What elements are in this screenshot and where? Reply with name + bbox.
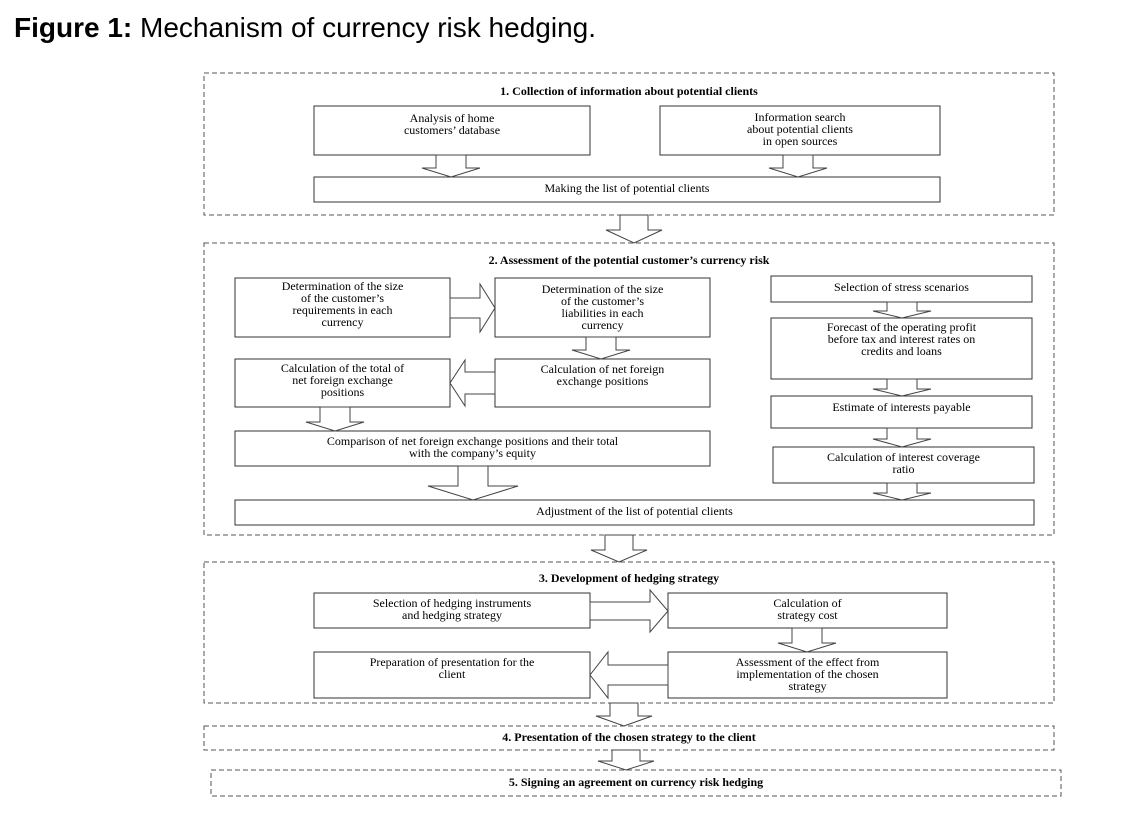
node-interests: Estimate of interests payable (832, 400, 971, 414)
arrow-interests-to-coverage (872, 427, 932, 448)
node-stress: Selection of stress scenarios (834, 280, 969, 294)
arrow-cost-to-effect (777, 627, 837, 653)
node-presentation-prep: Preparation of presentation for the clie… (369, 655, 535, 681)
box-info-search (659, 105, 941, 156)
node-adjustment: Adjustment of the list of potential clie… (536, 504, 733, 518)
box-cost (667, 592, 948, 629)
node-cost: Calculation of strategy cost (773, 596, 842, 622)
box-interests (770, 395, 1033, 429)
box-net-positions (494, 358, 711, 408)
arrow-section2-to-section3 (590, 534, 648, 563)
box-effect (667, 651, 948, 699)
box-adjustment (234, 499, 1035, 526)
section-5-frame (210, 769, 1062, 797)
box-presentation-prep (313, 651, 591, 699)
arrow-liabilities-to-net (571, 336, 631, 360)
arrow-section3-to-section4 (595, 702, 653, 727)
node-requirements: Determination of the size of the custome… (281, 279, 404, 329)
arrow-requirements-to-liabilities (449, 282, 496, 334)
node-list-clients: Making the list of potential clients (544, 181, 710, 195)
node-net-positions: Calculation of net foreign exchange posi… (540, 362, 665, 388)
arrow-info-search-to-list (768, 154, 828, 178)
node-effect: Assessment of the effect from implementa… (735, 655, 880, 693)
box-requirements (234, 277, 451, 338)
figure-label: Figure 1: (14, 12, 133, 43)
arrow-instruments-to-cost (589, 588, 669, 634)
box-liabilities (494, 277, 711, 338)
arrow-home-db-to-list (421, 154, 481, 178)
arrow-effect-to-presentation (589, 650, 669, 700)
node-forecast: Forecast of the operating profit before … (826, 320, 977, 358)
arrow-section1-to-section2 (605, 214, 663, 244)
figure-caption: Figure 1: Mechanism of currency risk hed… (14, 12, 596, 44)
arrow-section4-to-section5 (597, 749, 655, 771)
section-1-title: 1. Collection of information about poten… (500, 84, 758, 98)
arrow-stress-to-forecast (872, 301, 932, 319)
box-comparison (234, 430, 711, 467)
node-instruments: Selection of hedging instruments and hed… (372, 596, 532, 622)
section-4-title: 4. Presentation of the chosen strategy t… (502, 730, 756, 744)
arrow-coverage-to-adjustment (872, 482, 932, 501)
box-stress (770, 275, 1033, 303)
arrow-net-to-total (449, 358, 496, 408)
node-home-db: Analysis of home customers’ database (403, 111, 501, 137)
arrow-comparison-to-adjustment (427, 465, 519, 501)
node-liabilities: Determination of the size of the custome… (541, 281, 664, 332)
arrow-forecast-to-interests (872, 378, 932, 397)
box-forecast (770, 317, 1033, 380)
box-instruments (313, 592, 591, 629)
box-home-db (313, 105, 591, 156)
box-coverage (772, 446, 1035, 484)
section-3-title: 3. Development of hedging strategy (538, 571, 720, 585)
section-5-title: 5. Signing an agreement on currency risk… (508, 775, 764, 789)
node-info-search: Information search about potential clien… (747, 109, 853, 148)
section-2-title: 2. Assessment of the potential customer’… (488, 253, 770, 267)
node-coverage: Calculation of interest coverage ratio (827, 450, 980, 476)
box-list-clients (313, 176, 941, 203)
section-2-frame (203, 242, 1055, 536)
node-total-net: Calculation of the total of net foreign … (280, 361, 405, 399)
figure-title: Mechanism of currency risk hedging. (140, 12, 596, 43)
node-comparison: Comparison of net foreign exchange posit… (326, 434, 619, 460)
arrow-total-to-comparison (305, 406, 365, 432)
